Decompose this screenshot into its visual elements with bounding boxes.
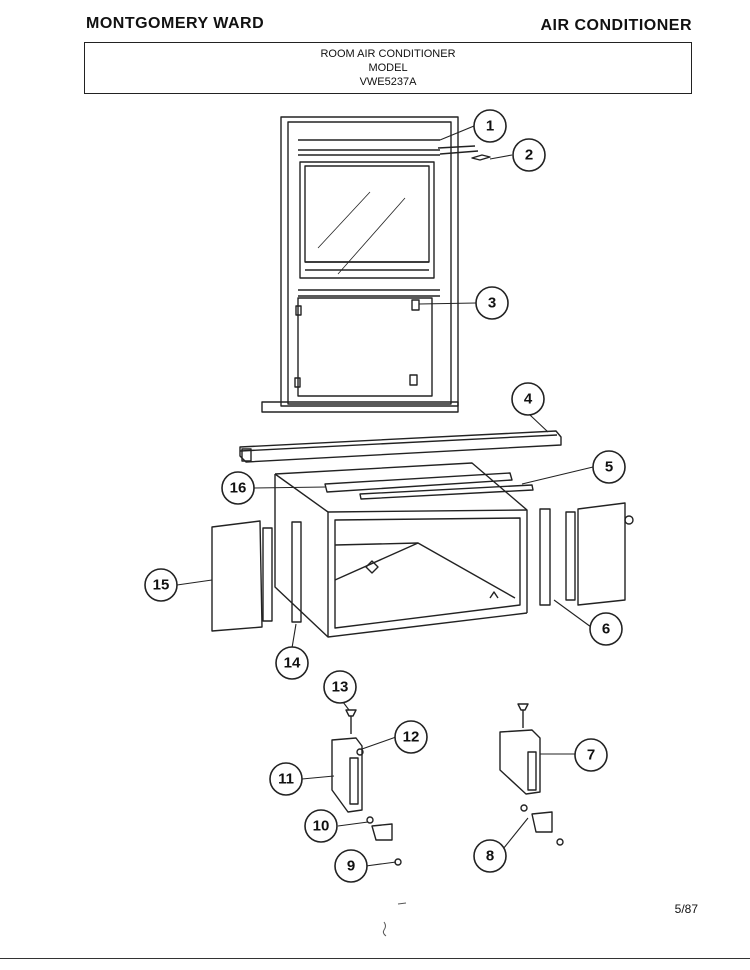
- callout-13-label: 13: [332, 679, 349, 696]
- right-mounting-bracket: [499, 703, 564, 846]
- callout-11: [269, 762, 303, 796]
- callout-7-label: 7: [587, 747, 595, 764]
- title-line-product: ROOM AIR CONDITIONER: [320, 48, 456, 60]
- callout-15-label: 15: [153, 577, 170, 594]
- callout-5: [592, 450, 626, 484]
- callout-12-label: 12: [403, 729, 420, 746]
- callout-13: [323, 670, 357, 704]
- callout-2-label: 2: [525, 147, 533, 164]
- left-mounting-bracket: [331, 709, 402, 866]
- scan-marks: [382, 902, 407, 937]
- callout-11-label: 11: [278, 771, 294, 788]
- top-bracket: [324, 472, 534, 500]
- cabinet-sleeve: [274, 462, 528, 638]
- callout-3: [475, 286, 509, 320]
- callout-16: [221, 471, 255, 505]
- callout-8-label: 8: [486, 848, 494, 865]
- callout-6-label: 6: [602, 621, 610, 638]
- callout-5-label: 5: [605, 459, 613, 476]
- top-rail: [239, 430, 562, 463]
- callout-10: [304, 809, 338, 843]
- right-side-rail: [539, 508, 576, 606]
- callouts: [144, 109, 626, 883]
- callout-15: [144, 568, 178, 602]
- callout-7: [574, 738, 608, 772]
- category-label: AIR CONDITIONER: [540, 17, 692, 34]
- callout-10-label: 10: [313, 818, 330, 835]
- callout-14-label: 14: [284, 655, 301, 672]
- callout-1: [473, 109, 507, 143]
- callout-16-label: 16: [230, 480, 247, 497]
- callout-9: [334, 849, 368, 883]
- left-side-panel: [211, 520, 263, 632]
- title-box: ROOM AIR CONDITIONER MODEL VWE5237A: [84, 42, 692, 94]
- callout-6: [589, 612, 623, 646]
- callout-9-label: 9: [347, 858, 355, 875]
- callout-4-label: 4: [524, 391, 533, 408]
- title-line-model-number: VWE5237A: [359, 76, 417, 88]
- revision-date: 5/87: [674, 902, 698, 916]
- brand-label: MONTGOMERY WARD: [86, 15, 265, 32]
- callout-3-label: 3: [488, 295, 496, 312]
- callout-4: [511, 382, 545, 416]
- callout-1-label: 1: [486, 118, 494, 135]
- callout-8: [473, 839, 507, 873]
- callout-2: [512, 138, 546, 172]
- window-assembly: [261, 116, 491, 413]
- footer-rule: [0, 958, 750, 959]
- left-side-rail: [262, 521, 302, 623]
- title-line-model-label: MODEL: [368, 62, 408, 74]
- callout-12: [394, 720, 428, 754]
- callout-14: [275, 646, 309, 680]
- callout-labels: 1 2 3 4 5 6 7 8 9 10 11 12 13 14 15 16: [153, 118, 614, 875]
- right-side-panel: [577, 502, 634, 606]
